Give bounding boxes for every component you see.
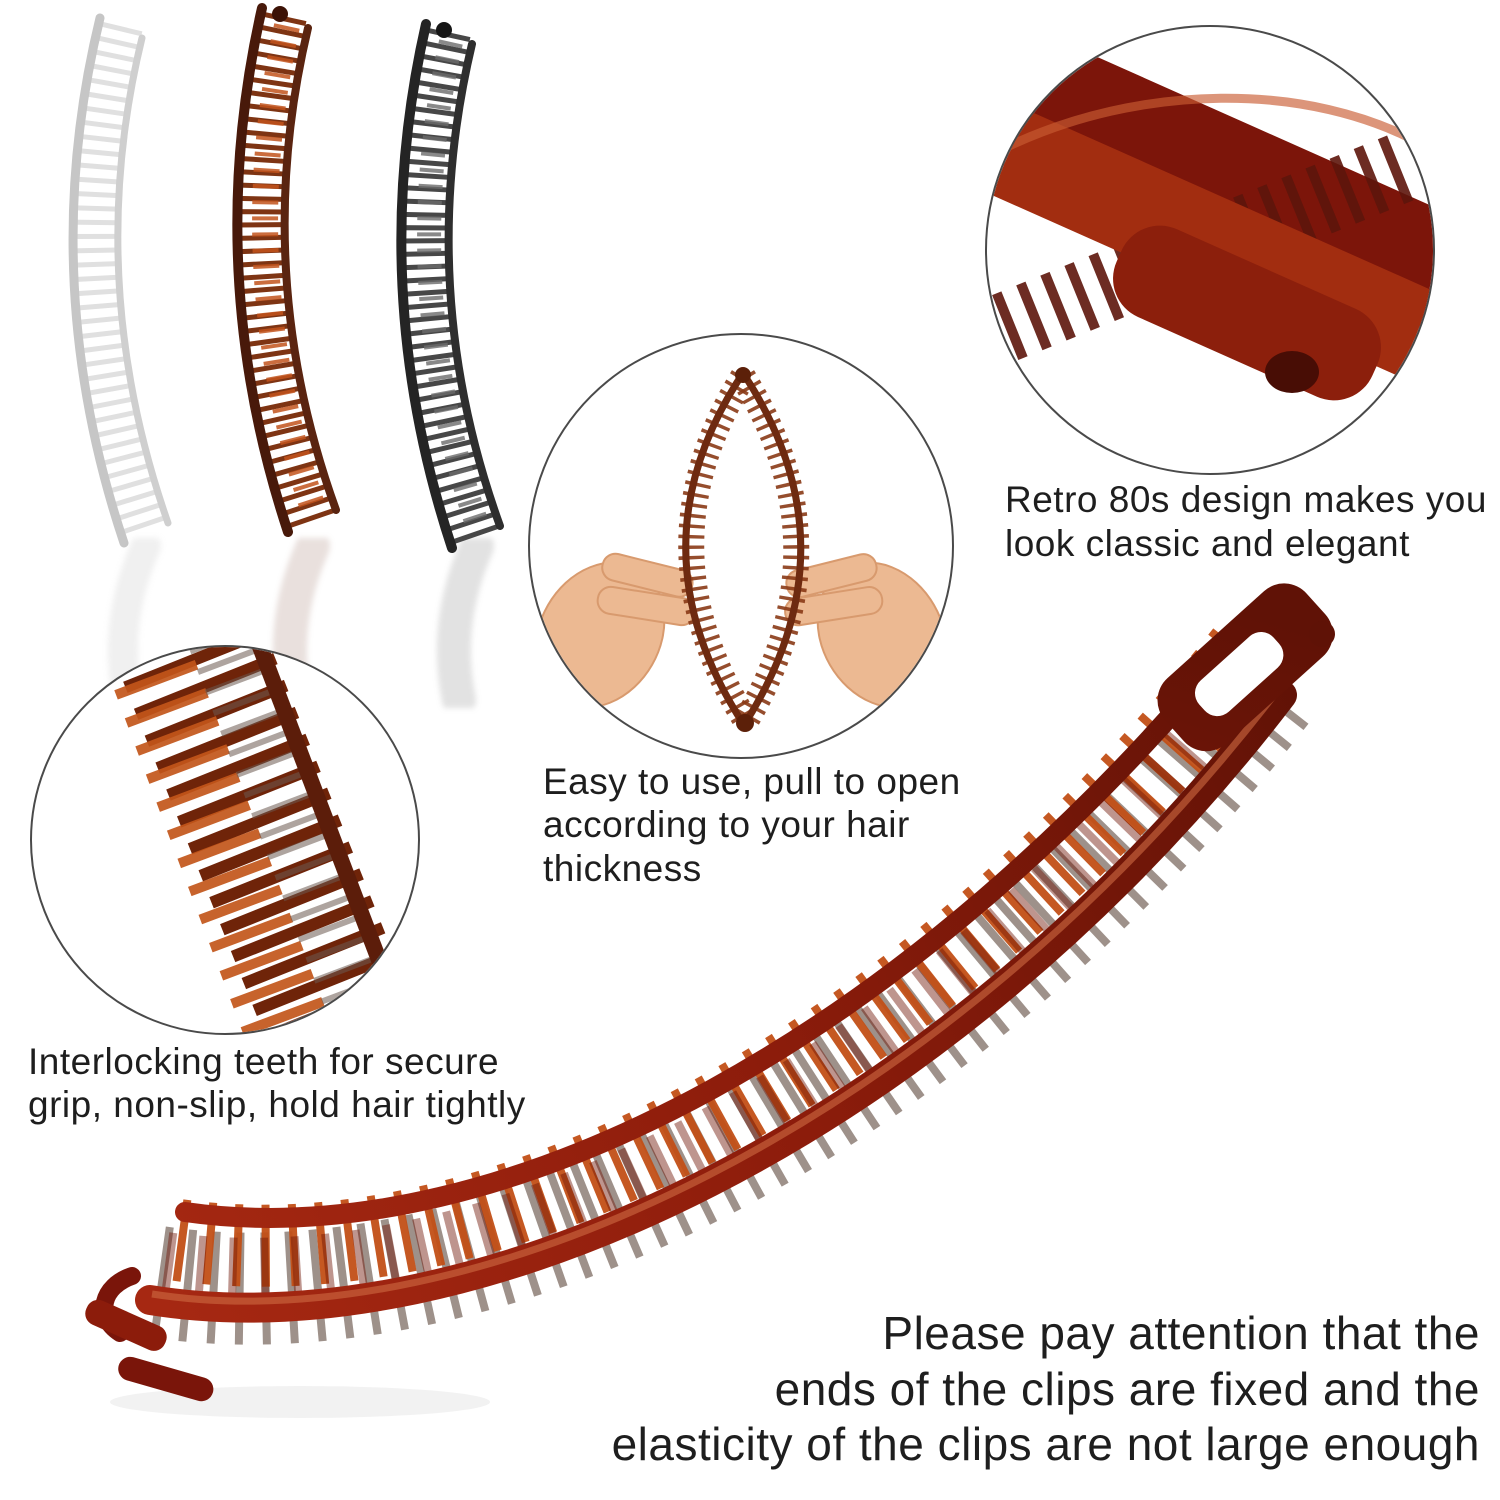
callout-line: Easy to use, pull to open bbox=[543, 761, 961, 802]
callout-line: ends of the clips are fixed and the bbox=[774, 1362, 1480, 1415]
clasp-loop bbox=[1157, 583, 1333, 752]
callout-line: according to your hair bbox=[543, 804, 910, 846]
retro-clasp-zoom-circle bbox=[985, 25, 1435, 475]
easy-to-use-callout: Easy to use, pull to open according to y… bbox=[543, 760, 961, 890]
callout-line: Interlocking teeth for secure bbox=[28, 1041, 500, 1082]
callout-line: Retro 80s design makes you bbox=[1005, 479, 1487, 520]
callout-line: grip, non-slip, hold hair tightly bbox=[28, 1084, 526, 1126]
tortoise-banana-clip-image bbox=[232, 3, 340, 537]
interlocking-teeth-zoom-circle bbox=[30, 645, 420, 1035]
callout-line: Please pay attention that the bbox=[882, 1307, 1480, 1359]
callout-line: elasticity of the clips are not large en… bbox=[611, 1418, 1480, 1471]
interlocking-teeth-callout: Interlocking teeth for secure grip, non-… bbox=[28, 1040, 526, 1127]
callout-line: thickness bbox=[543, 847, 702, 889]
attention-note: Please pay attention that the ends of th… bbox=[612, 1306, 1480, 1473]
black-banana-clip-image bbox=[396, 19, 504, 553]
retro-design-callout: Retro 80s design makes you look classic … bbox=[1005, 478, 1487, 565]
callout-line: look classic and elegant bbox=[1005, 522, 1410, 564]
clear-banana-clip-image bbox=[68, 13, 172, 548]
retro-clasp-closeup-image bbox=[987, 27, 1433, 401]
